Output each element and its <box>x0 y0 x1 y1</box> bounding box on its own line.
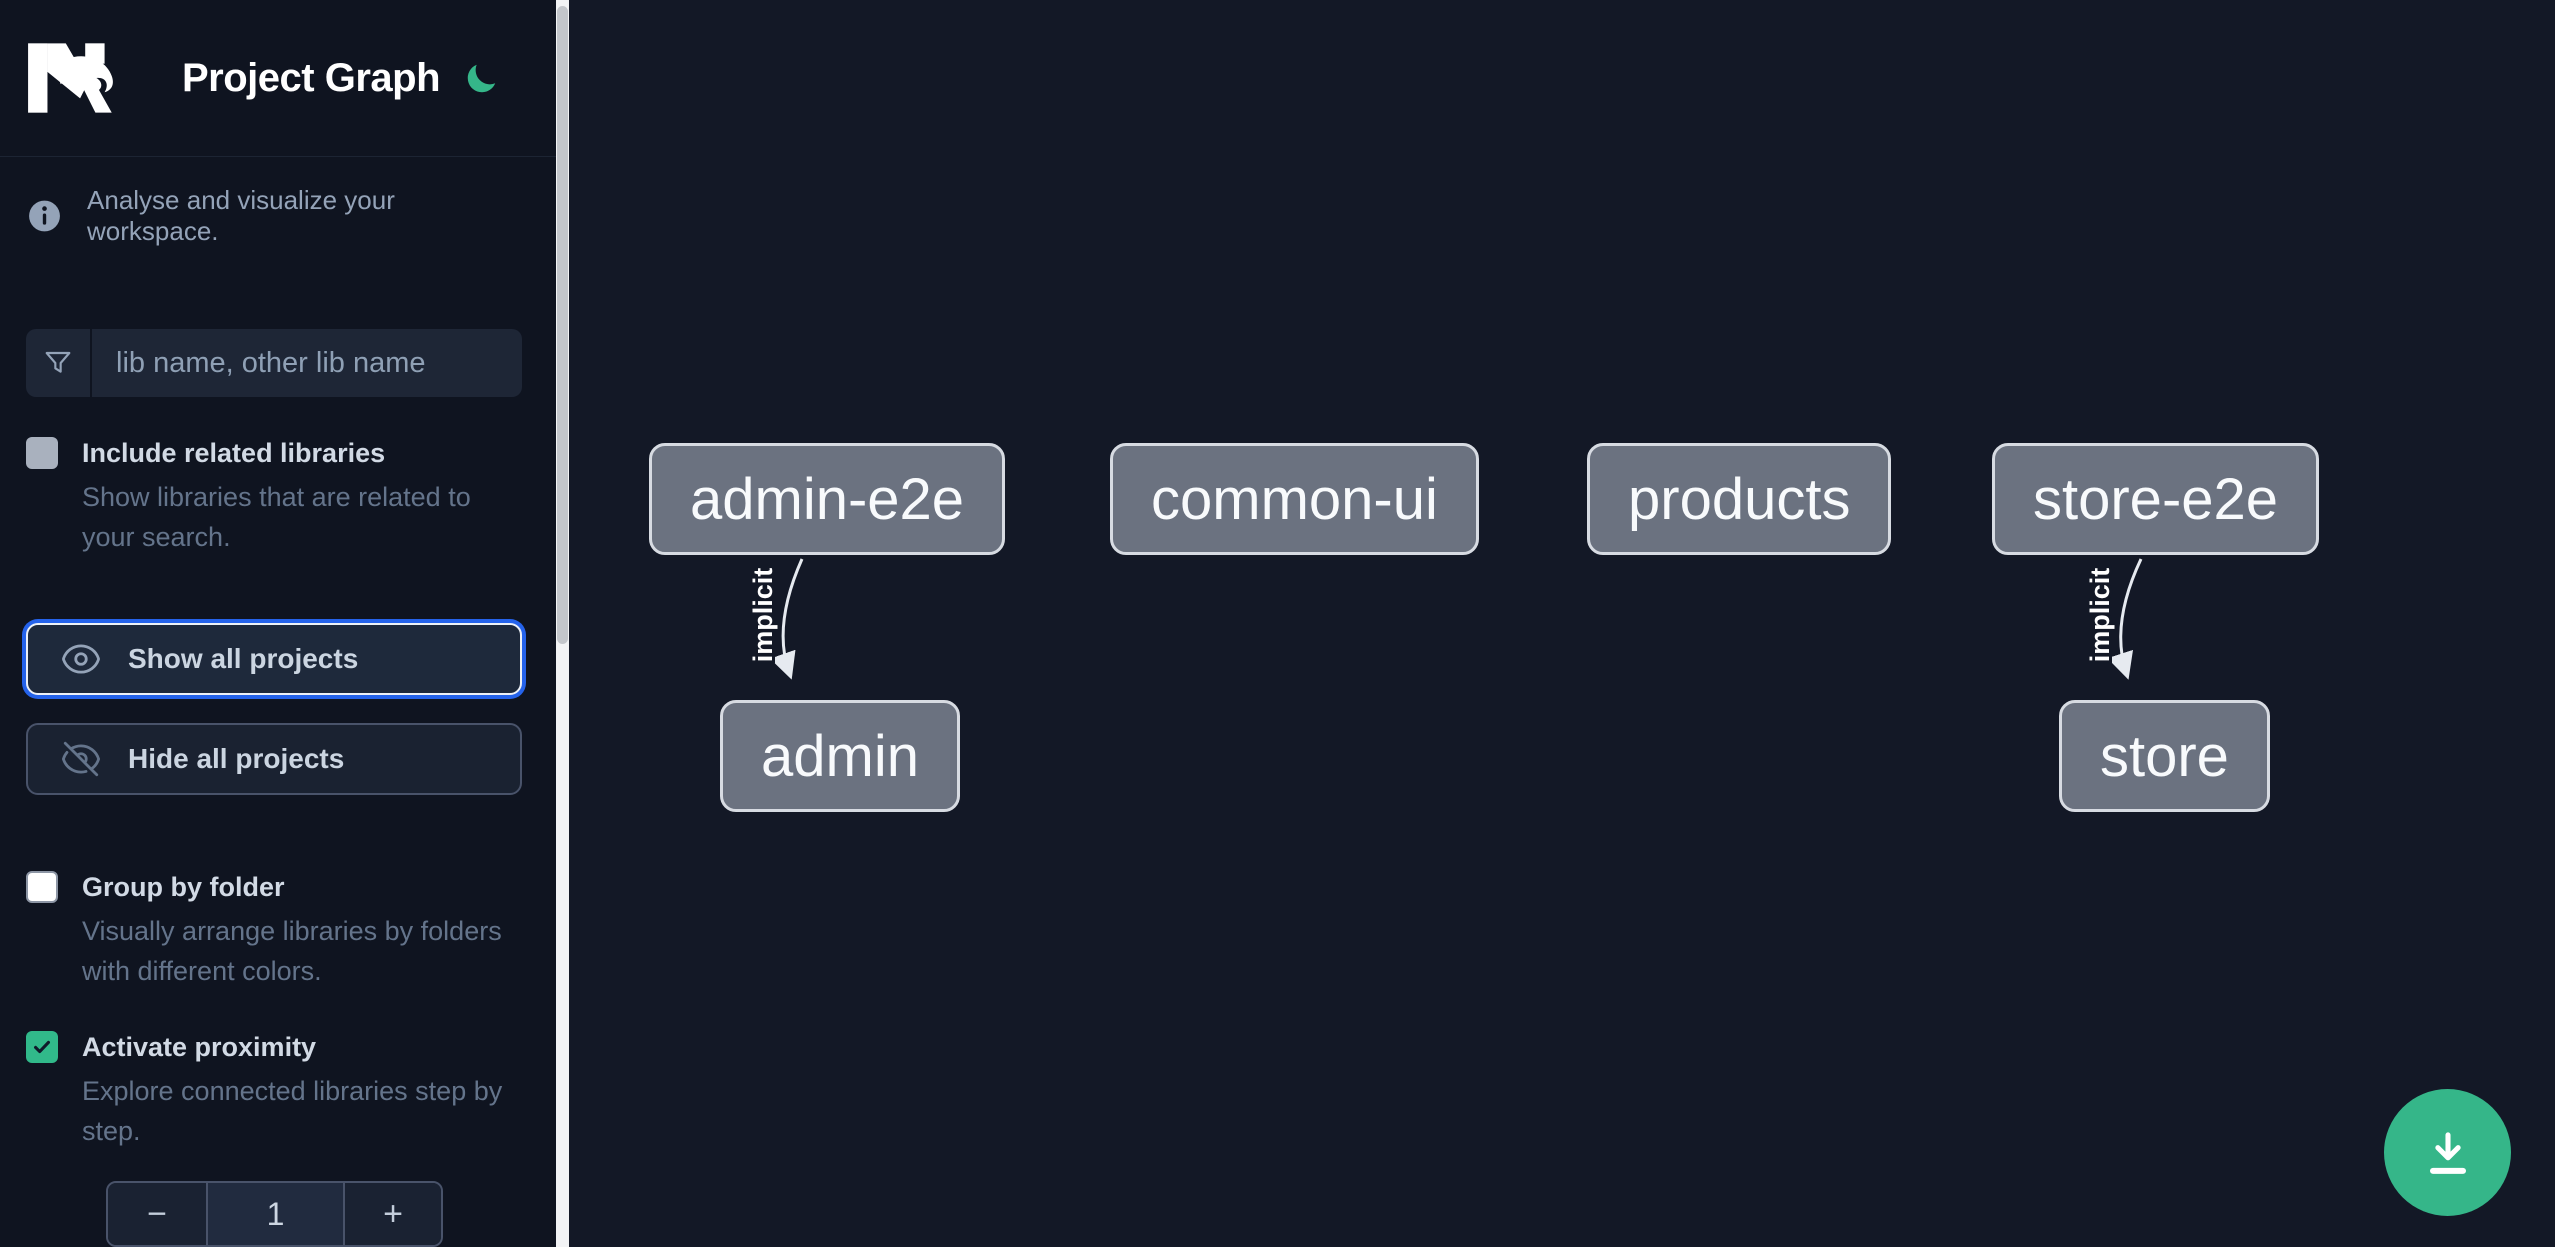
proximity-stepper: − 1 + <box>106 1181 443 1247</box>
graph-node-store[interactable]: store <box>2059 700 2270 812</box>
edge-admin-e2e-to-admin[interactable] <box>770 558 804 680</box>
workspace-subtitle: Analyse and visualize your workspace. <box>87 185 395 246</box>
activate-proximity-checkbox <box>26 1031 58 1063</box>
option-include-related: Include related libraries Show libraries… <box>26 437 522 557</box>
include-related-checkbox-row[interactable]: Include related libraries <box>26 437 522 469</box>
group-by-folder-checkbox-row[interactable]: Group by folder <box>26 871 522 903</box>
sidebar: Project Graph Analyse and visualize your… <box>0 0 556 1247</box>
workspace-info: Analyse and visualize your workspace. <box>26 185 522 247</box>
include-related-checkbox <box>26 437 58 469</box>
graph-node-admin[interactable]: admin <box>720 700 960 812</box>
page-title: Project Graph <box>182 55 441 100</box>
graph-node-store-e2e[interactable]: store-e2e <box>1992 443 2320 555</box>
graph-node-common-ui[interactable]: common-ui <box>1110 443 1479 555</box>
edge-label-implicit-store[interactable]: implicit <box>2082 565 2118 666</box>
proximity-decrement-button[interactable]: − <box>108 1183 208 1245</box>
sidebar-header: Project Graph <box>0 0 556 157</box>
download-icon <box>2429 1131 2466 1174</box>
nx-logo-icon <box>28 43 113 113</box>
group-by-folder-label: Group by folder <box>82 871 285 902</box>
group-by-folder-description: Visually arrange libraries by folders wi… <box>82 916 502 986</box>
filter-input[interactable] <box>92 329 522 397</box>
moon-icon <box>467 64 496 93</box>
show-all-projects-button[interactable]: Show all projects <box>26 623 522 695</box>
include-related-description: Show libraries that are related to your … <box>82 482 471 552</box>
search-box <box>26 329 522 397</box>
sidebar-body: Analyse and visualize your workspace. In… <box>0 157 556 1247</box>
edge-store-e2e-to-store[interactable] <box>2107 558 2143 680</box>
include-related-label: Include related libraries <box>82 437 386 468</box>
sidebar-scrollbar-thumb[interactable] <box>557 6 568 644</box>
download-graph-button[interactable] <box>2384 1089 2511 1216</box>
funnel-icon <box>45 351 71 373</box>
eye-slash-icon <box>61 741 101 777</box>
hide-all-projects-button[interactable]: Hide all projects <box>26 723 522 795</box>
hide-all-projects-label: Hide all projects <box>128 743 345 774</box>
info-icon <box>29 200 60 232</box>
activate-proximity-label: Activate proximity <box>82 1031 317 1062</box>
option-activate-proximity: Activate proximity Explore connected lib… <box>26 1031 522 1151</box>
graph-edges-layer: implicit implicit <box>745 558 2143 680</box>
option-group-by-folder: Group by folder Visually arrange librari… <box>26 871 522 991</box>
activate-proximity-checkbox-row[interactable]: Activate proximity <box>26 1031 522 1063</box>
graph-node-admin-e2e[interactable]: admin-e2e <box>649 443 1006 555</box>
edge-label-implicit-admin[interactable]: implicit <box>745 565 781 666</box>
check-icon <box>34 1040 50 1054</box>
graph-node-products[interactable]: products <box>1587 443 1892 555</box>
show-all-projects-label: Show all projects <box>128 643 359 674</box>
proximity-value: 1 <box>208 1183 343 1245</box>
group-by-folder-checkbox <box>26 871 58 903</box>
eye-icon <box>62 644 100 674</box>
proximity-increment-button[interactable]: + <box>343 1183 441 1245</box>
theme-toggle-button[interactable] <box>460 56 504 100</box>
funnel-icon-cell <box>26 329 92 397</box>
activate-proximity-description: Explore connected libraries step by step… <box>82 1076 503 1146</box>
sidebar-scrollbar-track <box>556 0 569 1247</box>
project-graph-canvas[interactable]: implicit implicit admin-e2e common-ui pr… <box>556 0 2555 1247</box>
